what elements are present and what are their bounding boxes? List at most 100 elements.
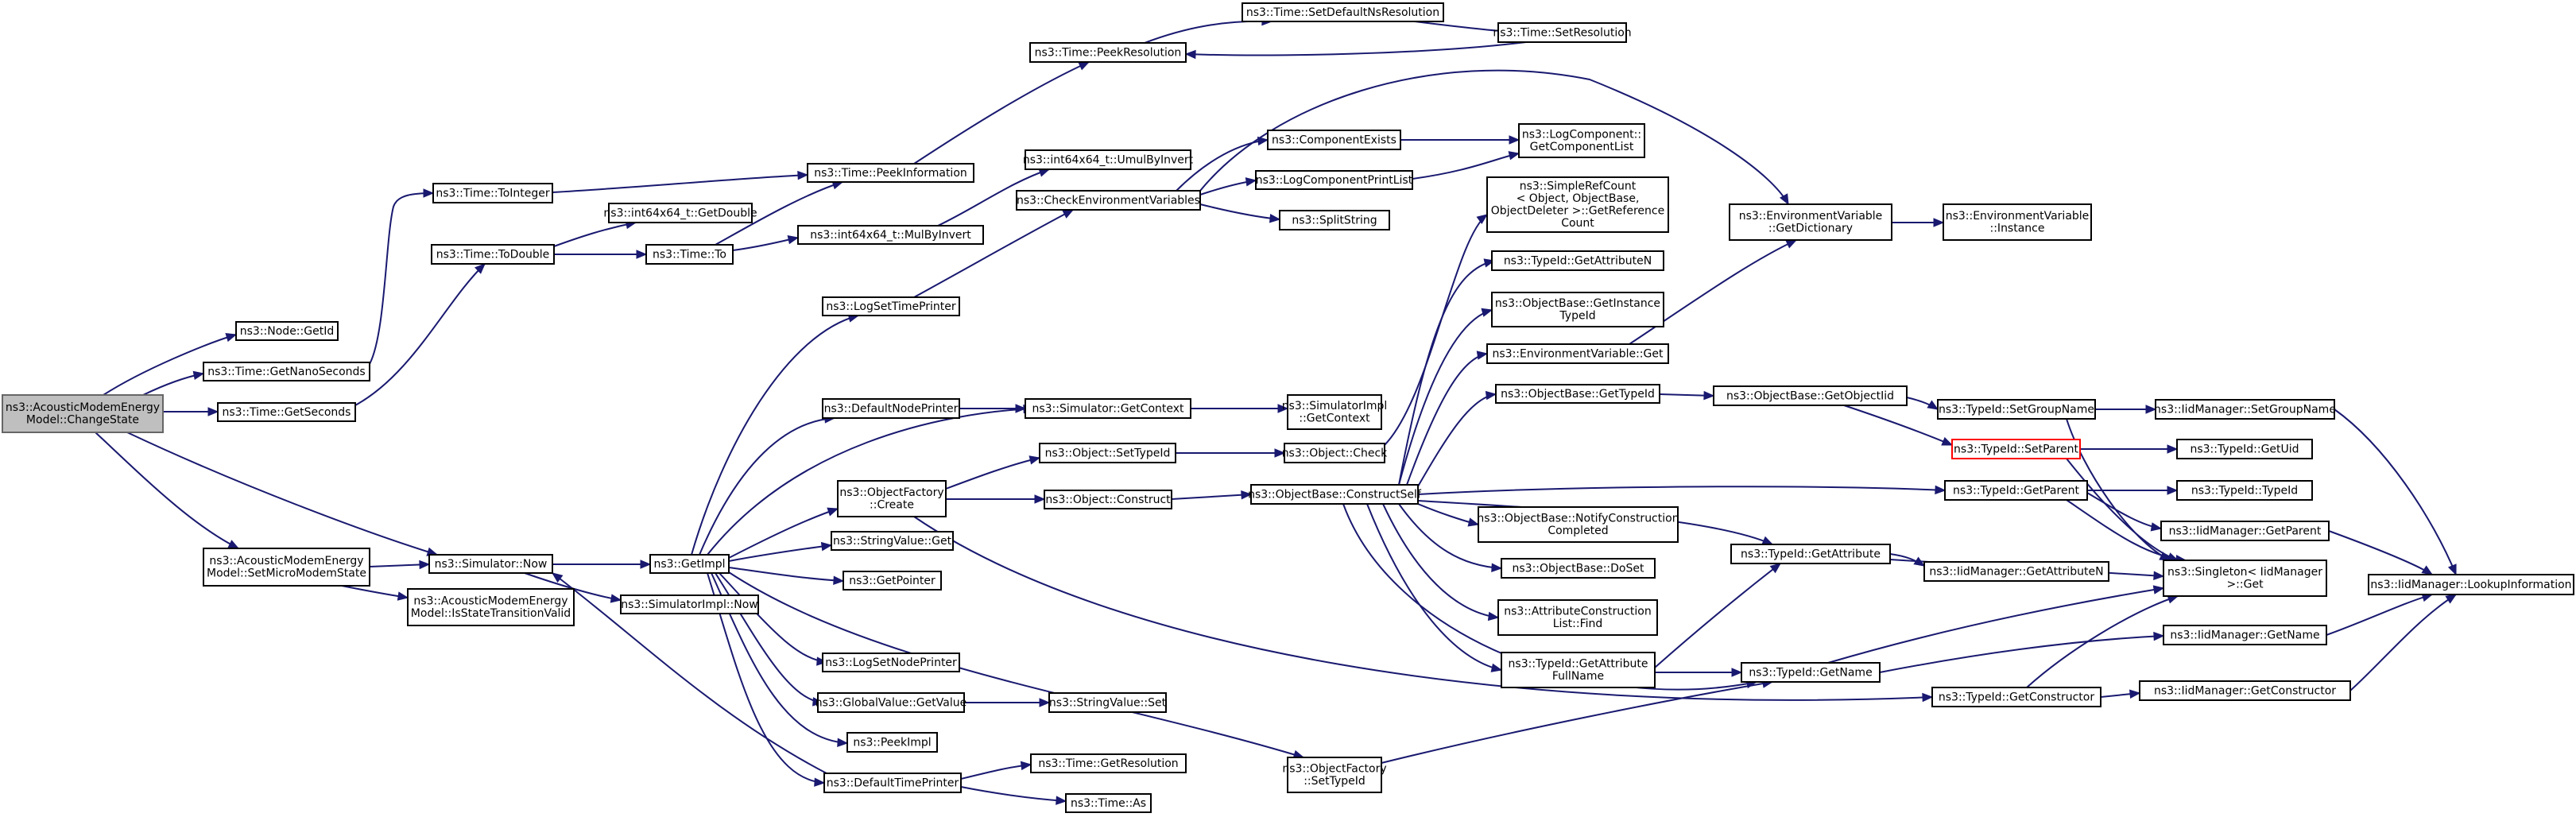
edge-n32-n34 — [1171, 490, 1253, 500]
graph-node-n7[interactable]: ns3::Time::ToInteger — [432, 183, 553, 203]
graph-node-n64[interactable]: ns3::IidManager::GetParent — [2160, 521, 2330, 541]
graph-node-n19[interactable]: ns3::LogSetTimePrinter — [822, 296, 960, 316]
graph-node-n54[interactable]: ns3::ObjectBase::GetObjectIid — [1713, 385, 1908, 406]
graph-node-n59[interactable]: ns3::TypeId::GetParent — [1944, 480, 2088, 501]
graph-node-n46[interactable]: ns3::TypeId::GetAttributeN — [1491, 250, 1664, 271]
graph-node-n27[interactable]: ns3::DefaultNodePrinter — [822, 398, 960, 419]
graph-node-n36[interactable]: ns3::GetPointer — [843, 571, 942, 591]
arrowhead-icon — [787, 234, 800, 245]
graph-node-n35[interactable]: ns3::StringValue::Get — [831, 531, 954, 551]
graph-node-n40[interactable]: ns3::PeekImpl — [846, 732, 938, 753]
graph-node-n5[interactable]: ns3::AcousticModemEnergyModel::IsStateTr… — [407, 588, 575, 626]
graph-node-n8[interactable]: ns3::Time::ToDouble — [431, 244, 555, 265]
graph-node-n11[interactable]: ns3::Time::PeekInformation — [807, 163, 974, 183]
node-box — [1497, 22, 1627, 43]
graph-node-n69[interactable]: ns3::IidManager::LookupInformation — [2368, 574, 2574, 595]
graph-node-n38[interactable]: ns3::GlobalValue::GetValue — [815, 692, 966, 713]
graph-node-n39[interactable]: ns3::StringValue::Set — [1048, 692, 1167, 713]
graph-node-n31[interactable]: ns3::Object::SetTypeId — [1039, 443, 1176, 463]
arrowhead-icon — [551, 572, 564, 583]
graph-node-n67[interactable]: ns3::IidManager::GetName — [2163, 625, 2327, 645]
graph-node-n42[interactable]: ns3::Time::GetResolution — [1030, 753, 1187, 773]
graph-node-n48[interactable]: ns3::EnvironmentVariable::Get — [1486, 343, 1669, 364]
node-label: ns3::TypeId::SetParent — [1954, 443, 2078, 455]
graph-node-n23[interactable]: ns3::SplitString — [1279, 210, 1390, 230]
node-label: ns3::AcousticModemEnergy — [413, 595, 567, 608]
edge-n34-n50 — [1417, 503, 1480, 527]
edge-line — [1366, 503, 1502, 671]
edge-line — [1199, 69, 1789, 205]
graph-node-n57[interactable]: ns3::TypeId::SetGroupName — [1937, 399, 2096, 420]
graph-node-n44[interactable]: ns3::ObjectFactory::SetTypeId — [1282, 757, 1387, 793]
graph-node-n1[interactable]: ns3::Node::GetId — [235, 321, 339, 341]
graph-node-n4[interactable]: ns3::AcousticModemEnergyModel::SetMicroM… — [203, 548, 370, 587]
graph-node-n55[interactable]: ns3::TypeId::GetAttribute — [1730, 544, 1891, 564]
graph-node-n62[interactable]: ns3::TypeId::GetUid — [2176, 439, 2313, 459]
graph-node-n66[interactable]: ns3::Singleton< IidManager>::Get — [2163, 560, 2327, 597]
edge-n54-n58 — [1843, 405, 1954, 446]
node-label: ns3::EnvironmentVariable — [1946, 210, 2090, 223]
graph-node-n33[interactable]: ns3::Object::Check — [1282, 443, 1388, 463]
graph-node-n49[interactable]: ns3::ObjectBase::GetTypeId — [1495, 384, 1660, 404]
graph-node-n28[interactable]: ns3::Simulator::GetContext — [1025, 398, 1191, 419]
graph-node-n37[interactable]: ns3::LogSetNodePrinter — [822, 653, 960, 672]
graph-node-n63[interactable]: ns3::TypeId::TypeId — [2176, 480, 2313, 501]
graph-node-n14[interactable]: ns3::Time::PeekResolution — [1029, 42, 1187, 63]
node-label: ns3::SplitString — [1292, 214, 1377, 227]
edge-line — [126, 432, 438, 556]
graph-node-n65[interactable]: ns3::IidManager::GetAttributeN — [1923, 561, 2109, 582]
graph-node-n22[interactable]: ns3::LogComponentPrintList — [1255, 170, 1413, 190]
graph-node-n45[interactable]: ns3::SimpleRefCount< Object, ObjectBase,… — [1486, 176, 1669, 233]
graph-node-n51[interactable]: ns3::ObjectBase::DoSet — [1501, 558, 1656, 579]
edge-n17-n27 — [699, 414, 836, 556]
edge-n0-n1 — [103, 333, 238, 396]
graph-node-n26[interactable]: ns3::EnvironmentVariable::Instance — [1943, 203, 2092, 241]
graph-node-n17[interactable]: ns3::GetImpl — [649, 554, 730, 574]
graph-node-n43[interactable]: ns3::Time::As — [1065, 793, 1152, 813]
graph-node-n6[interactable]: ns3::Simulator::Now — [428, 554, 553, 574]
graph-node-n41[interactable]: ns3::DefaultTimePrinter — [823, 773, 962, 793]
graph-node-n16[interactable]: ns3::Time::SetResolution — [1493, 22, 1632, 43]
arrowhead-icon — [1476, 214, 1489, 225]
node-label: ns3::ObjectBase::NotifyConstruction — [1477, 513, 1679, 525]
node-box — [608, 203, 753, 223]
graph-node-n12[interactable]: ns3::int64x64_t::MulByInvert — [797, 225, 984, 245]
node-label: ns3::IidManager::GetAttributeN — [1929, 565, 2103, 578]
graph-node-n18[interactable]: ns3::SimulatorImpl::Now — [620, 594, 759, 614]
edge-n19-n20 — [913, 209, 1075, 298]
node-box — [1287, 394, 1382, 430]
graph-node-n10[interactable]: ns3::Time::To — [645, 244, 734, 265]
graph-node-n25[interactable]: ns3::EnvironmentVariable::GetDictionary — [1729, 203, 1892, 241]
graph-node-n50[interactable]: ns3::ObjectBase::NotifyConstructionCompl… — [1477, 506, 1679, 543]
node-box — [797, 225, 984, 245]
arrowhead-icon — [423, 188, 435, 198]
graph-node-n9[interactable]: ns3::int64x64_t::GetDouble — [603, 203, 757, 223]
graph-node-n20[interactable]: ns3::CheckEnvironmentVariables — [1016, 190, 1201, 211]
graph-node-n60[interactable]: ns3::TypeId::GetConstructor — [1931, 687, 2101, 707]
node-label: ns3::GetPointer — [849, 575, 935, 587]
graph-node-n34[interactable]: ns3::ObjectBase::ConstructSelf — [1248, 484, 1422, 505]
graph-node-n24[interactable]: ns3::LogComponent::GetComponentList — [1518, 123, 1645, 158]
graph-node-n68[interactable]: ns3::IidManager::GetConstructor — [2139, 680, 2351, 701]
graph-node-n15[interactable]: ns3::Time::SetDefaultNsResolution — [1242, 2, 1444, 22]
graph-node-n3[interactable]: ns3::Time::GetSeconds — [217, 402, 356, 422]
arrowhead-icon — [1509, 135, 1520, 145]
edge-line — [1417, 393, 1497, 487]
graph-node-n2[interactable]: ns3::Time::GetNanoSeconds — [203, 362, 370, 381]
graph-node-n56[interactable]: ns3::TypeId::GetName — [1741, 662, 1881, 683]
edge-n21-n24 — [1400, 135, 1520, 145]
edge-n56-n67 — [1879, 631, 2165, 673]
edge-n20-n21 — [1176, 136, 1269, 192]
graph-node-n61[interactable]: ns3::IidManager::SetGroupName — [2154, 399, 2336, 420]
arrowhead-icon — [1476, 350, 1489, 360]
graph-node-n32[interactable]: ns3::Object::Construct — [1044, 490, 1172, 509]
graph-node-n58[interactable]: ns3::TypeId::SetParent — [1951, 439, 2081, 459]
edge-n34-n47 — [1398, 308, 1493, 486]
graph-node-n13[interactable]: ns3::int64x64_t::UmulByInvert — [1023, 149, 1194, 170]
graph-node-n30[interactable]: ns3::ObjectFactory::Create — [837, 480, 947, 517]
graph-node-n21[interactable]: ns3::ComponentExists — [1267, 130, 1401, 150]
graph-node-n29[interactable]: ns3::SimulatorImpl::GetContext — [1282, 394, 1388, 430]
